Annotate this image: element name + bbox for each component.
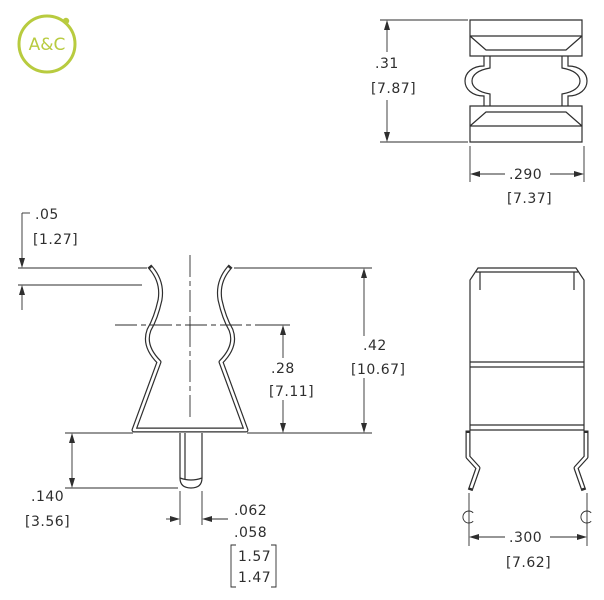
centerline-icon bbox=[580, 510, 592, 524]
dim-pin-width: .062 .058 1.57 1.47 bbox=[166, 491, 277, 588]
center-cross bbox=[185, 320, 195, 330]
arrowhead-icon bbox=[384, 20, 390, 30]
dim-pin-width-min-inch: .058 bbox=[234, 525, 267, 541]
dim-center-height: .28 [7.11] bbox=[262, 324, 314, 433]
dim-pin-length-mm: [3.56] bbox=[25, 514, 70, 530]
centerline-icon bbox=[462, 510, 474, 524]
dim-width-inch: .290 bbox=[509, 167, 542, 183]
arrowhead-icon bbox=[470, 171, 480, 177]
arrowhead-icon bbox=[19, 258, 25, 268]
bracket-left bbox=[230, 544, 236, 588]
dim-lead-spacing-inch: .300 bbox=[509, 530, 542, 546]
dim-center-height-inch: .28 bbox=[271, 361, 295, 377]
logo-dot bbox=[62, 17, 70, 25]
side-view-right-lead-inner bbox=[574, 433, 588, 489]
logo-ring bbox=[17, 14, 77, 74]
arrowhead-icon bbox=[577, 534, 587, 540]
arrowhead-icon bbox=[361, 268, 367, 278]
dim-top-view-height: .31 [7.87] bbox=[371, 19, 468, 143]
clip-pin bbox=[179, 433, 203, 489]
side-view-left-lead-inner bbox=[466, 433, 480, 489]
arrowhead-icon bbox=[19, 285, 25, 295]
dim-pin-width-max-mm: 1.57 bbox=[238, 549, 271, 565]
top-view-upper-block bbox=[469, 19, 583, 57]
dim-top-view-width: .290 [7.37] bbox=[469, 146, 585, 207]
dim-lead-spacing-mm: [7.62] bbox=[506, 555, 551, 571]
arrowhead-icon bbox=[69, 433, 75, 443]
top-view-lower-block bbox=[469, 105, 583, 143]
clip-body-inner bbox=[132, 267, 248, 432]
top-view-upper-band bbox=[469, 35, 583, 51]
dim-pin-width-min-mm: 1.47 bbox=[238, 570, 271, 586]
bracket-right bbox=[271, 544, 277, 588]
dim-lead-spacing: .300 [7.62] bbox=[462, 493, 592, 571]
dim-width-mm: [7.37] bbox=[507, 191, 552, 207]
clip-pin-detail bbox=[179, 433, 203, 481]
arrowhead-icon bbox=[170, 516, 180, 522]
arrowhead-icon bbox=[384, 132, 390, 142]
dim-pin-width-max-inch: .062 bbox=[234, 503, 267, 519]
logo: A&C bbox=[17, 14, 77, 74]
dim-overall-height-mm: [10.67] bbox=[351, 362, 406, 378]
dim-pin-length: .140 [3.56] bbox=[25, 433, 178, 530]
side-view bbox=[465, 267, 589, 492]
dim-pin-length-inch: .140 bbox=[31, 489, 64, 505]
dim-tip-gap: .05 [1.27] bbox=[18, 207, 147, 310]
top-view bbox=[464, 19, 588, 143]
logo-text: A&C bbox=[29, 35, 66, 55]
arrowhead-icon bbox=[202, 516, 212, 522]
side-view-middle-bend bbox=[470, 361, 584, 368]
arrowhead-icon bbox=[69, 478, 75, 488]
dim-height-inch: .31 bbox=[375, 56, 399, 72]
dim-overall-height: .42 [10.67] bbox=[234, 267, 406, 433]
arrowhead-icon bbox=[361, 423, 367, 433]
top-view-right-tab bbox=[561, 56, 588, 106]
side-view-top-lip bbox=[476, 271, 578, 290]
arrowhead-icon bbox=[469, 534, 479, 540]
side-view-body bbox=[469, 267, 585, 431]
dim-height-mm: [7.87] bbox=[371, 81, 416, 97]
dim-tip-gap-mm: [1.27] bbox=[33, 232, 78, 248]
top-view-lower-band bbox=[469, 111, 583, 127]
dim-tip-gap-inch: .05 bbox=[35, 207, 59, 223]
arrowhead-icon bbox=[280, 325, 286, 335]
arrowhead-icon bbox=[280, 423, 286, 433]
dim-overall-height-inch: .42 bbox=[363, 338, 387, 354]
top-view-left-tab bbox=[464, 56, 491, 106]
front-view bbox=[115, 255, 262, 489]
arrowhead-icon bbox=[574, 171, 584, 177]
dim-center-height-mm: [7.11] bbox=[269, 384, 314, 400]
